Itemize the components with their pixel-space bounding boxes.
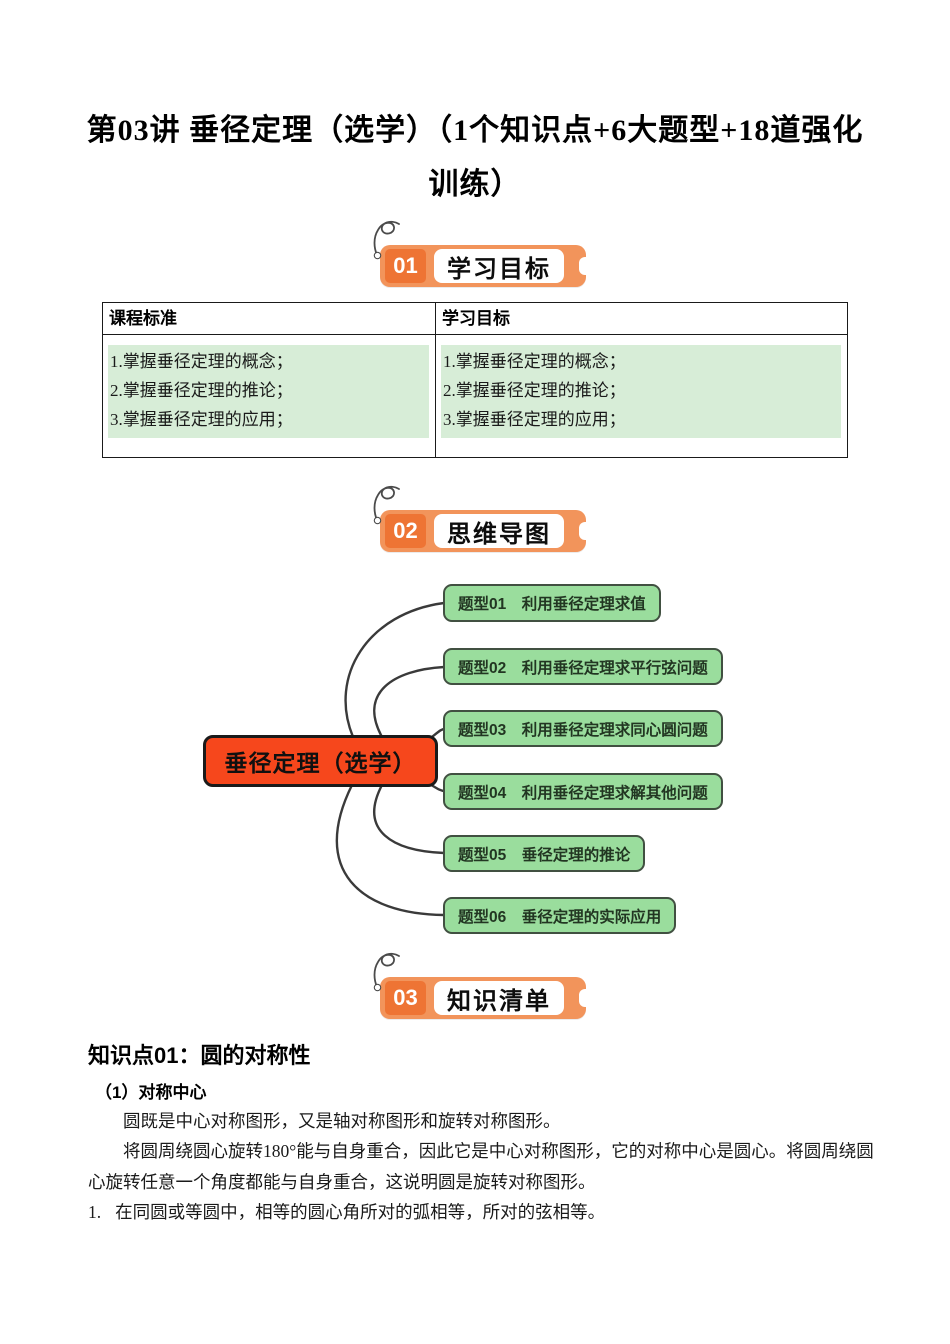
mindmap-root-node: 垂径定理（选学）	[203, 735, 438, 787]
page-title-line-1: 第03讲 垂径定理（选学）（1个知识点+6大题型+18道强化	[86, 114, 864, 147]
list-item: 3.掌握垂径定理的应用；	[443, 410, 626, 429]
badge-notch	[579, 522, 588, 540]
knowledge-numbered-item: 1. 在同圆或等圆中，相等的圆心角所对的弧相等，所对的弦相等。	[88, 1197, 880, 1228]
section-badge-learning-goals: 01 学习目标	[373, 220, 588, 287]
table-cell-course-standard: 1.掌握垂径定理的概念； 2.掌握垂径定理的推论； 3.掌握垂径定理的应用；	[103, 335, 436, 457]
mindmap-branch-3: 题型03 利用垂径定理求同心圆问题	[443, 710, 723, 747]
table-cell-learning-goal: 1.掌握垂径定理的概念； 2.掌握垂径定理的推论； 3.掌握垂径定理的应用；	[436, 335, 847, 457]
spiral-pin-icon	[373, 220, 400, 260]
badge-body: 01 学习目标	[380, 245, 588, 287]
badge-body: 03 知识清单	[380, 977, 588, 1019]
badge-label: 知识清单	[434, 981, 564, 1015]
section-badge-mind-map: 02 思维导图	[373, 485, 588, 552]
mindmap-branch-1: 题型01 利用垂径定理求值	[443, 584, 661, 622]
mindmap-branch-4: 题型04 利用垂径定理求解其他问题	[443, 773, 723, 810]
table-header-learning-goal: 学习目标	[442, 309, 510, 328]
list-text: 在同圆或等圆中，相等的圆心角所对的弧相等，所对的弦相等。	[115, 1202, 606, 1222]
highlighted-list: 1.掌握垂径定理的概念； 2.掌握垂径定理的推论； 3.掌握垂径定理的应用；	[108, 345, 429, 438]
list-item: 2.掌握垂径定理的推论；	[110, 381, 293, 400]
badge-label: 思维导图	[434, 514, 564, 548]
list-item: 2.掌握垂径定理的推论；	[443, 381, 626, 400]
mindmap-branch-6: 题型06 垂径定理的实际应用	[443, 897, 677, 934]
mindmap-branch-5: 题型05 垂径定理的推论	[443, 835, 646, 872]
badge-number: 02	[385, 514, 426, 548]
table-header-course-standard: 课程标准	[103, 303, 436, 334]
section-badge-knowledge-list: 03 知识清单	[373, 952, 588, 1019]
spiral-pin-icon	[373, 952, 400, 992]
page-title-line-2: 训练）	[428, 168, 522, 201]
badge-notch	[579, 989, 588, 1007]
list-item: 3.掌握垂径定理的应用；	[110, 410, 293, 429]
page-title: 第03讲 垂径定理（选学）（1个知识点+6大题型+18道强化 训练）	[0, 104, 950, 212]
table-header-row: 课程标准 学习目标	[103, 303, 847, 335]
knowledge-paragraph-1: 圆既是中心对称图形，又是轴对称图形和旋转对称图形。	[123, 1111, 561, 1131]
knowledge-paragraph-2: 将圆周绕圆心旋转180°能与自身重合，因此它是中心对称图形，它的对称中心是圆心。…	[88, 1141, 874, 1192]
badge-label: 学习目标	[434, 249, 564, 283]
badge-notch	[579, 257, 588, 275]
knowledge-subheading: （1）对称中心	[95, 1083, 207, 1102]
list-item: 1.掌握垂径定理的概念；	[443, 352, 626, 371]
list-item: 1.掌握垂径定理的概念；	[110, 352, 293, 371]
highlighted-list: 1.掌握垂径定理的概念； 2.掌握垂径定理的推论； 3.掌握垂径定理的应用；	[441, 345, 841, 438]
objectives-table: 课程标准 学习目标 1.掌握垂径定理的概念； 2.掌握垂径定理的推论； 3.掌握…	[102, 302, 848, 458]
list-number: 1.	[88, 1202, 102, 1222]
badge-number: 01	[385, 249, 426, 283]
table-body-row: 1.掌握垂径定理的概念； 2.掌握垂径定理的推论； 3.掌握垂径定理的应用； 1…	[103, 335, 847, 457]
badge-number: 03	[385, 981, 426, 1015]
knowledge-point-heading: 知识点01：圆的对称性	[88, 1043, 311, 1068]
spiral-pin-icon	[373, 485, 400, 525]
mindmap-branch-2: 题型02 利用垂径定理求平行弦问题	[443, 648, 723, 685]
badge-body: 02 思维导图	[380, 510, 588, 552]
